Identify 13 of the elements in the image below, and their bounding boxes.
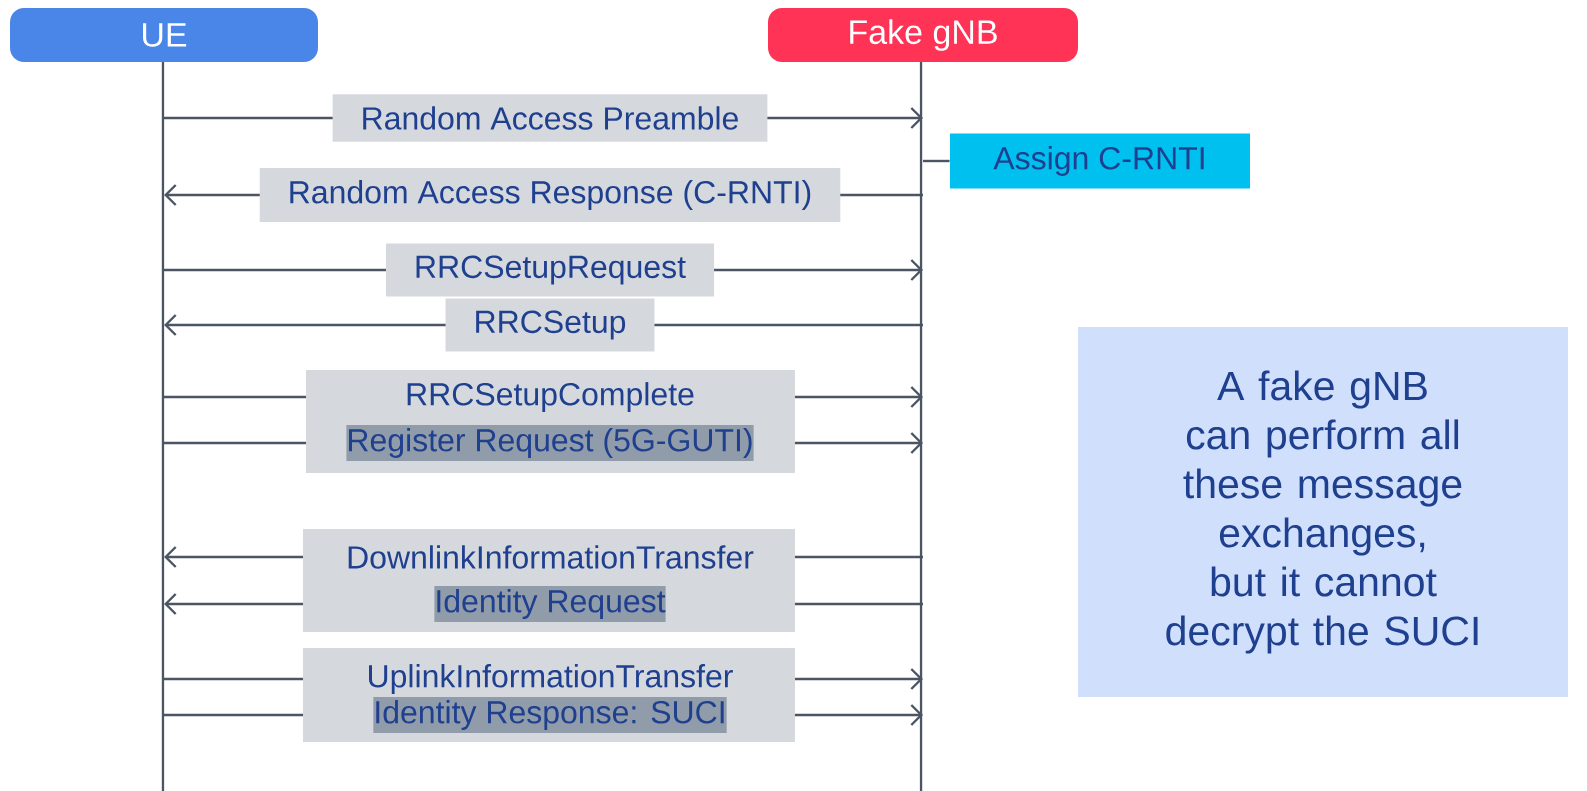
edge-label: Random Access Response (C-RNTI) bbox=[259, 168, 841, 222]
edge-label: Identity Request bbox=[434, 586, 666, 622]
edge-label: RRCSetup bbox=[445, 298, 655, 352]
edge-label: Identity Response: SUCI bbox=[373, 697, 727, 733]
edge-label: Random Access Preamble bbox=[332, 94, 768, 142]
edge-label: RRCSetupRequest bbox=[385, 243, 715, 297]
process-box: Assign C-RNTI bbox=[950, 133, 1250, 189]
edge-label: UplinkInformationTransfer bbox=[369, 664, 733, 694]
connector-line bbox=[923, 159, 950, 163]
edge-label: Register Request (5G-GUTI) bbox=[346, 425, 754, 461]
edge-label: RRCSetupComplete bbox=[407, 382, 694, 412]
note-box: A fake gNB can perform all these message exchanges, but it cannot decrypt the SUCI bbox=[1078, 327, 1568, 697]
edge-label: DownlinkInformationTransfer bbox=[348, 545, 754, 569]
